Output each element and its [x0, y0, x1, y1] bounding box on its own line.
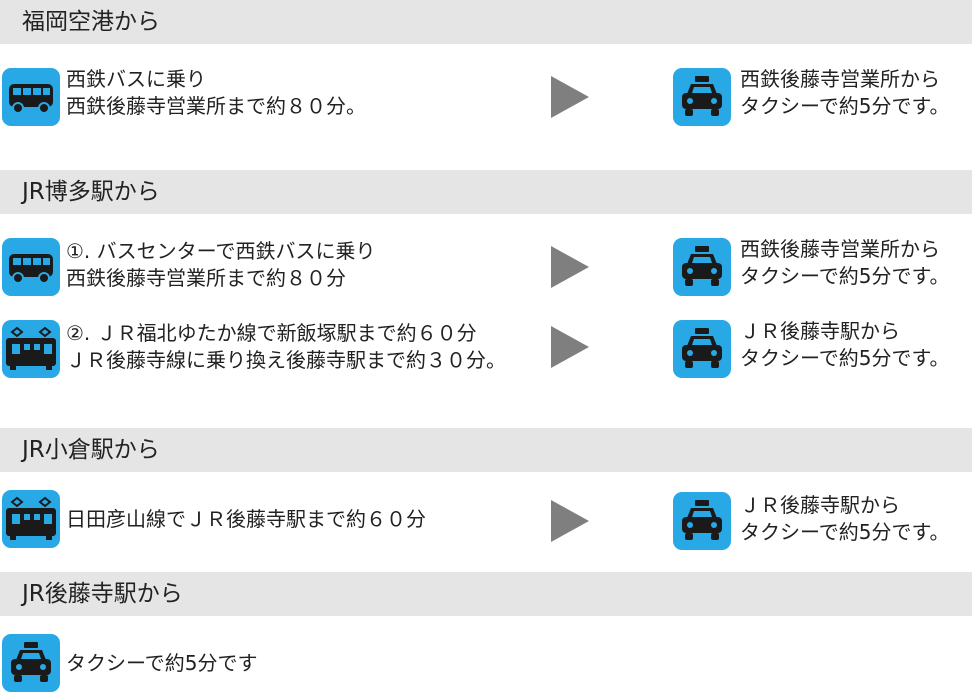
section-header-kokura: JR小倉駅から [0, 428, 972, 472]
route-text: ①. バスセンターで西鉄バスに乗り 西鉄後藤寺営業所まで約８０分 [66, 239, 376, 290]
taxi-icon [673, 238, 731, 296]
section-header-gotoji: JR後藤寺駅から [0, 572, 972, 616]
route-text: 西鉄後藤寺営業所から タクシーで約5分です。 [740, 237, 950, 288]
section-title: JR小倉駅から [22, 437, 160, 463]
taxi-icon [673, 320, 731, 378]
route-text: ＪＲ後藤寺駅から タクシーで約5分です。 [740, 319, 950, 370]
arrow-icon [551, 246, 589, 288]
taxi-icon [673, 492, 731, 550]
arrow-icon [551, 326, 589, 368]
route-text: 西鉄バスに乗り 西鉄後藤寺営業所まで約８０分。 [66, 67, 366, 118]
section-header-hakata: JR博多駅から [0, 170, 972, 214]
bus-icon [2, 68, 60, 126]
section-title: JR博多駅から [22, 179, 160, 205]
route-text: ＪＲ後藤寺駅から タクシーで約5分です。 [740, 493, 950, 544]
train-icon [2, 320, 60, 378]
route-text: 西鉄後藤寺営業所から タクシーで約5分です。 [740, 67, 950, 118]
arrow-icon [551, 76, 589, 118]
section-header-airport: 福岡空港から [0, 0, 972, 44]
section-title: 福岡空港から [22, 9, 160, 35]
route-text: ②. ＪＲ福北ゆたか線で新飯塚駅まで約６０分 ＪＲ後藤寺線に乗り換え後藤寺駅まで… [66, 321, 506, 372]
route-text: 日田彦山線でＪＲ後藤寺駅まで約６０分 [66, 507, 426, 531]
train-icon [2, 490, 60, 548]
section-title: JR後藤寺駅から [22, 581, 183, 607]
taxi-icon [673, 68, 731, 126]
taxi-icon [2, 634, 60, 692]
arrow-icon [551, 500, 589, 542]
route-text: タクシーで約5分です [66, 651, 258, 675]
bus-icon [2, 238, 60, 296]
